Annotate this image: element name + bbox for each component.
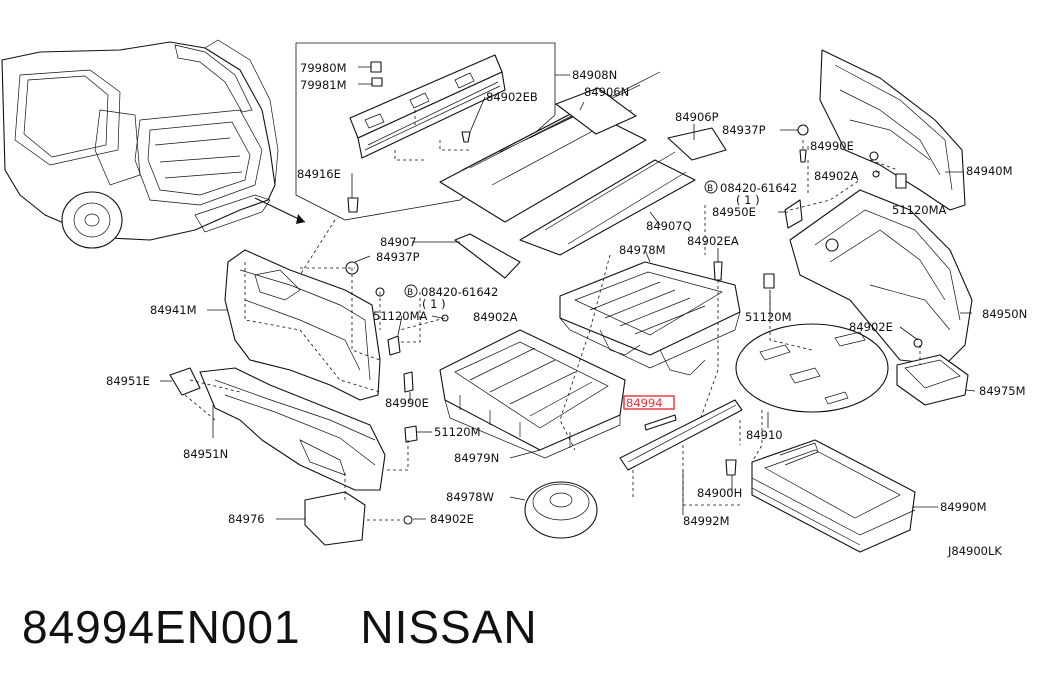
svg-text:B: B: [707, 184, 713, 194]
label-84906n[interactable]: 84906N: [584, 85, 629, 99]
label-51120m-left[interactable]: 51120M: [434, 425, 481, 439]
label-84902a-left[interactable]: 84902A: [473, 310, 518, 324]
tonneau-bar-assembly: [295, 42, 556, 221]
label-84975m[interactable]: 84975M: [979, 384, 1026, 398]
label-08420-qty-right: ( 1 ): [736, 193, 760, 207]
label-84916e[interactable]: 84916E: [297, 167, 341, 181]
tray-84990m: [751, 439, 916, 553]
tray-84975m: [896, 354, 969, 406]
assembly-lines: [184, 140, 921, 521]
label-84910[interactable]: 84910: [746, 428, 783, 442]
label-84902a-top[interactable]: 84902A: [814, 169, 859, 183]
label-08420-qty-left: ( 1 ): [422, 297, 446, 311]
right-side-trim-upper: [784, 49, 966, 229]
bolt-symbol-left: B: [404, 284, 418, 298]
label-84906p[interactable]: 84906P: [675, 110, 719, 124]
bolt-symbol-right: B: [704, 180, 718, 194]
bracket-84976: [304, 491, 366, 546]
highlight-box: [623, 395, 675, 410]
label-84976[interactable]: 84976: [228, 512, 265, 526]
cargo-floor-boards: [439, 71, 727, 279]
parts-diagram: 79980M 79981M 84908N 84906N 84902EB 8491…: [1, 39, 1027, 558]
label-79980m[interactable]: 79980M: [300, 61, 347, 75]
label-84907[interactable]: 84907: [380, 235, 417, 249]
label-84978w[interactable]: 84978W: [446, 490, 494, 504]
leader-lines: [160, 66, 976, 520]
label-84937p-left[interactable]: 84937P: [376, 250, 420, 264]
floor-board-84907q: [519, 159, 696, 256]
label-84941m[interactable]: 84941M: [150, 303, 197, 317]
clip-84902eb: [461, 131, 471, 143]
diagram-code: J84900LK: [947, 544, 1002, 558]
part-84994: [644, 414, 677, 431]
part-caption: 84994EN001 NISSAN: [22, 600, 538, 654]
label-51120ma-right[interactable]: 51120MA: [892, 203, 947, 217]
label-84908n[interactable]: 84908N: [572, 68, 617, 82]
part-number: 84994EN001: [22, 601, 301, 653]
vehicle-illustration: [1, 39, 306, 249]
svg-text:B: B: [407, 288, 413, 298]
label-84992m[interactable]: 84992M: [683, 514, 730, 528]
rear-sill-plate-84992m: [619, 399, 743, 506]
label-84900h[interactable]: 84900H: [697, 486, 742, 500]
label-84937p-top[interactable]: 84937P: [722, 123, 766, 137]
label-84951n[interactable]: 84951N: [183, 447, 228, 461]
brand-name: NISSAN: [360, 601, 538, 653]
label-84902ea[interactable]: 84902EA: [687, 234, 739, 248]
luggage-tray-84978m: [559, 261, 741, 376]
label-08420-61642-right[interactable]: 08420-61642: [720, 181, 797, 195]
clip-79980m: [370, 61, 382, 73]
board-84907: [454, 233, 521, 279]
lower-left-trim: [169, 367, 418, 546]
luggage-tray-84979n: [439, 329, 626, 459]
label-84990m[interactable]: 84990M: [940, 500, 987, 514]
left-side-trim: [224, 249, 449, 401]
spare-tire-cover-84910: [735, 323, 889, 413]
label-84994-highlighted[interactable]: 84994: [626, 396, 663, 410]
label-84990e-left[interactable]: 84990E: [385, 396, 429, 410]
label-84902eb[interactable]: 84902EB: [486, 90, 538, 104]
spare-tire-84978w: [524, 481, 598, 539]
clip-84916e: [347, 197, 359, 213]
label-84950n[interactable]: 84950N: [982, 307, 1027, 321]
label-51120ma-left[interactable]: 51120MA: [373, 309, 428, 323]
label-84907q[interactable]: 84907Q: [646, 219, 692, 233]
label-84902e-right[interactable]: 84902E: [849, 320, 893, 334]
clip-79981m: [371, 77, 383, 87]
cover-84906p: [667, 127, 727, 161]
label-51120m-right[interactable]: 51120M: [745, 310, 792, 324]
label-84978m[interactable]: 84978M: [619, 243, 666, 257]
label-84940m[interactable]: 84940M: [966, 164, 1013, 178]
label-84990e-top[interactable]: 84990E: [810, 139, 854, 153]
part-labels: 79980M 79981M 84908N 84906N 84902EB 8491…: [106, 61, 1027, 558]
label-84979n[interactable]: 84979N: [454, 451, 499, 465]
label-84902e-bottom[interactable]: 84902E: [430, 512, 474, 526]
label-84951e[interactable]: 84951E: [106, 374, 150, 388]
label-84950e[interactable]: 84950E: [712, 205, 756, 219]
label-79981m[interactable]: 79981M: [300, 78, 347, 92]
label-08420-61642-left[interactable]: 08420-61642: [421, 285, 498, 299]
